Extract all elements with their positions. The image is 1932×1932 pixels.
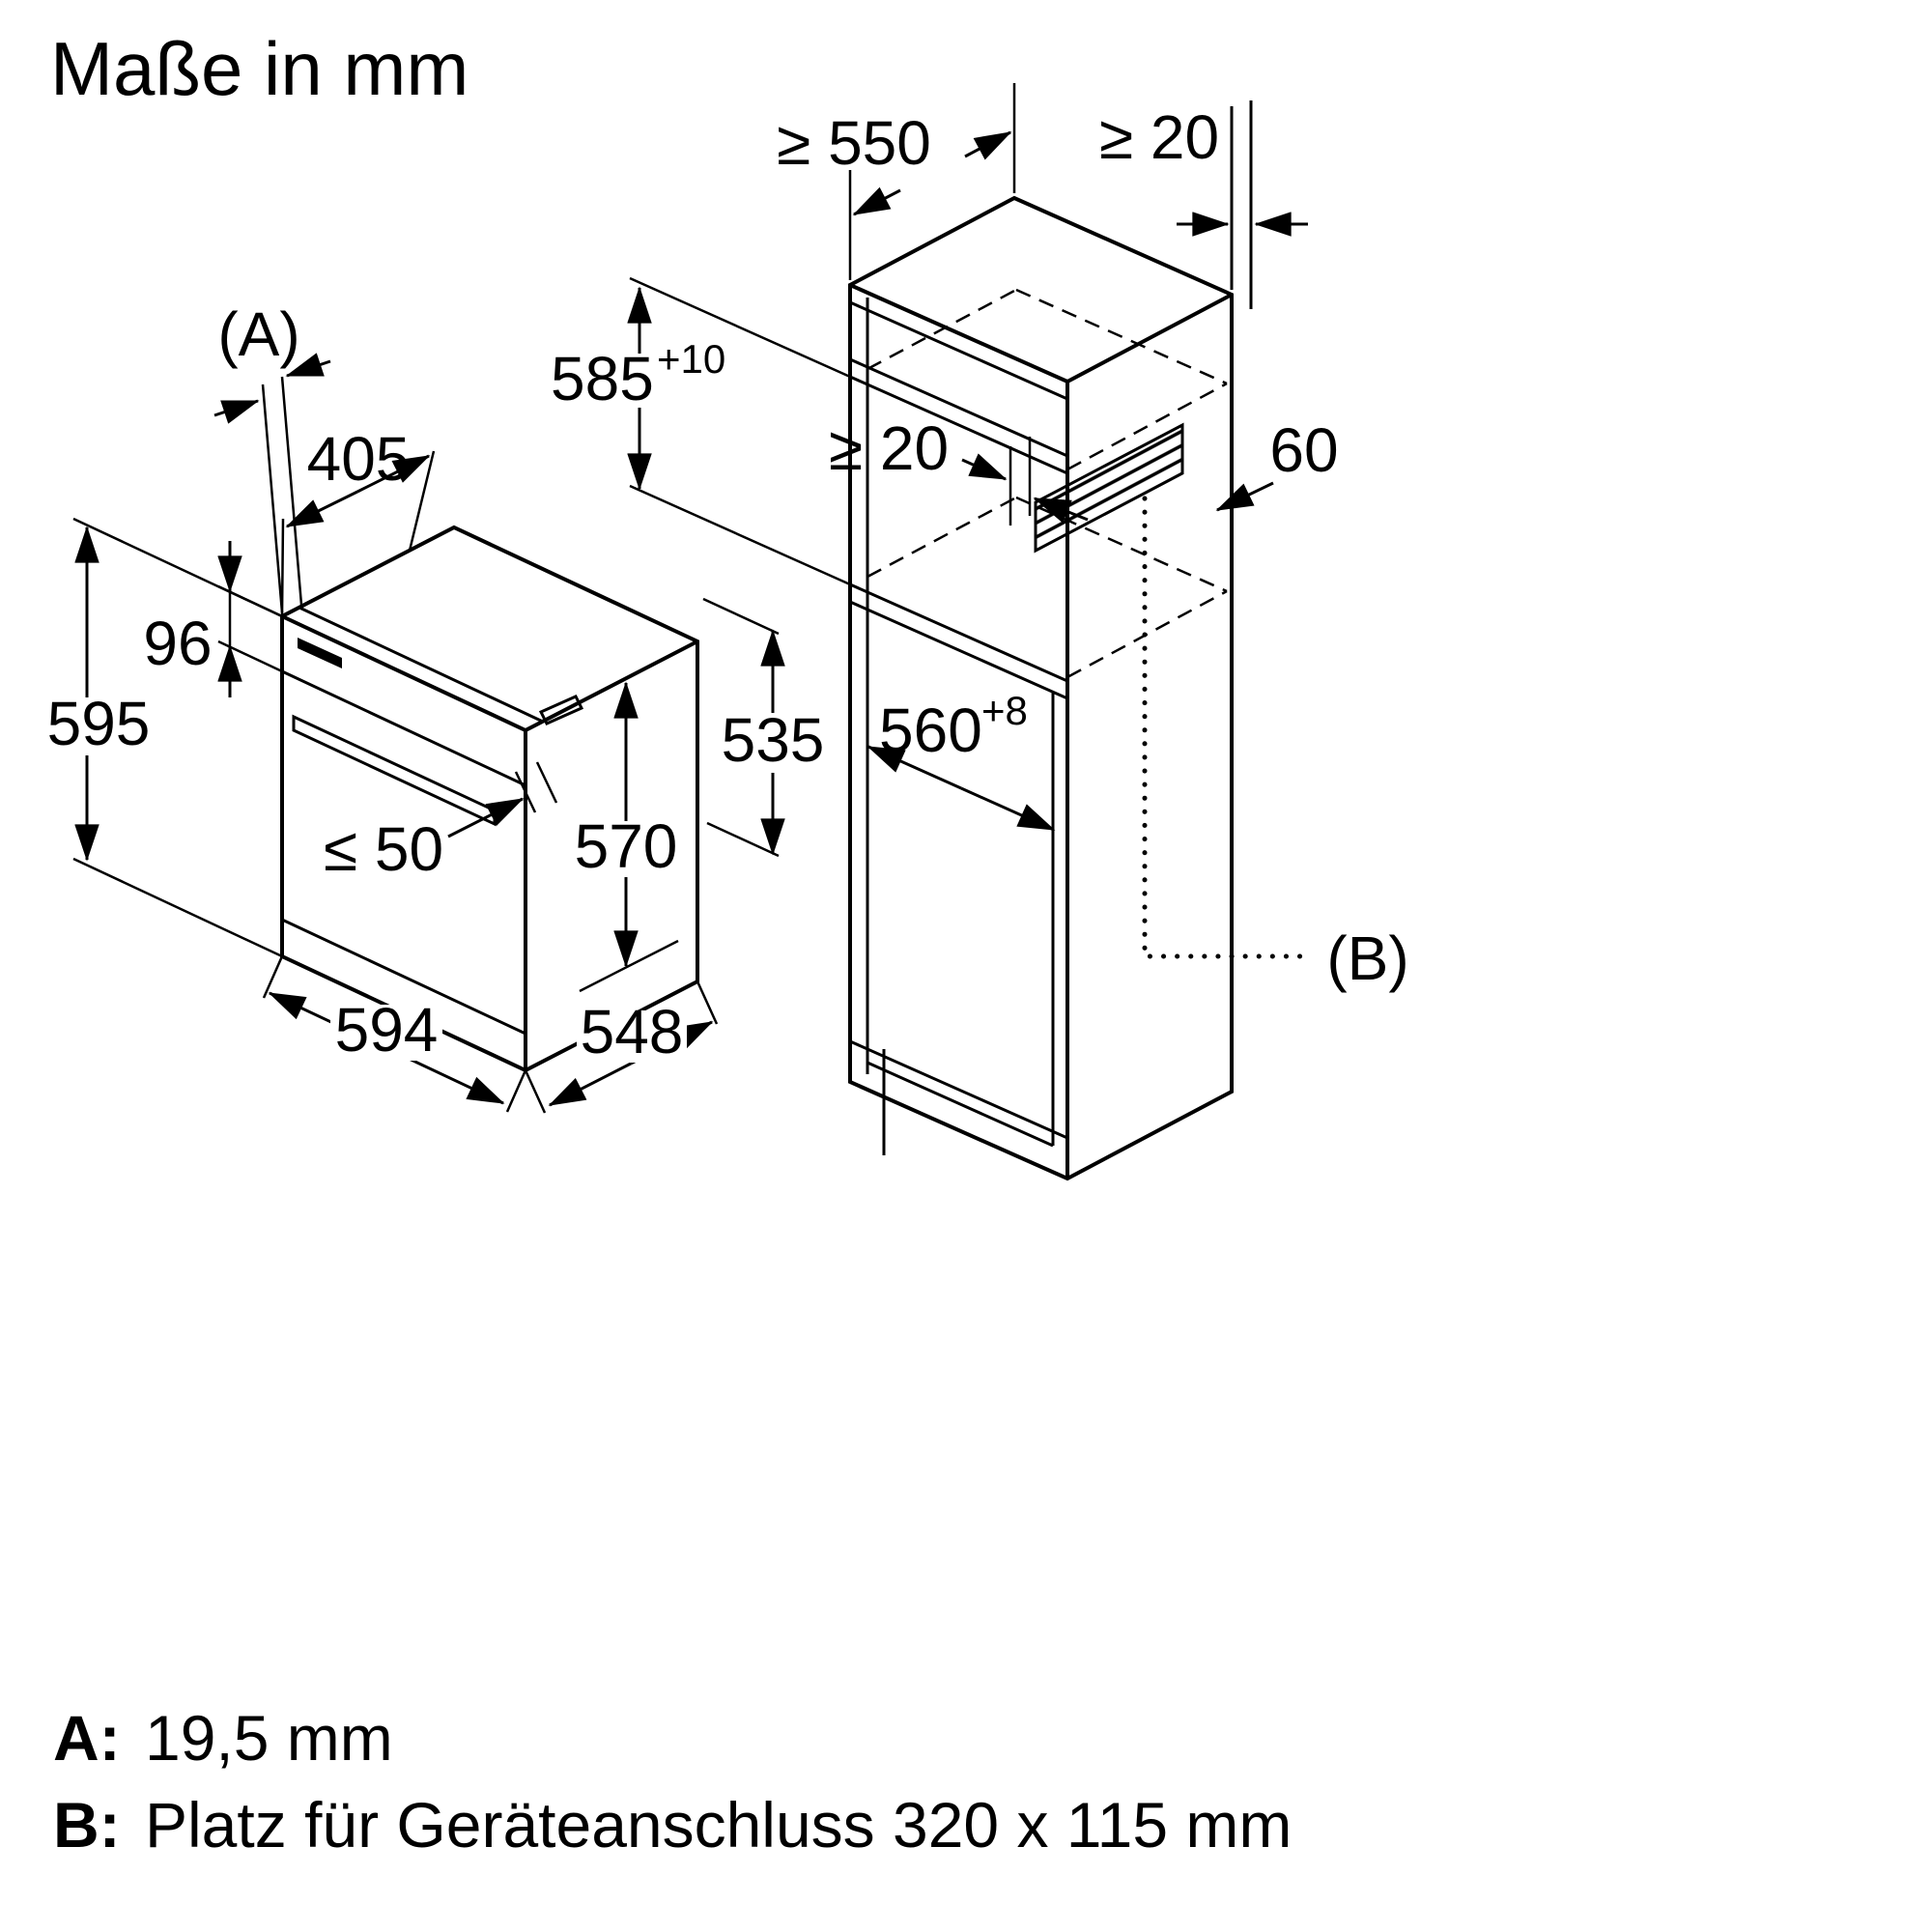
dim-570-extension-line (579, 939, 679, 993)
cabinet-front-details (849, 298, 1068, 1155)
dim-50-label: ≤ 50 (324, 814, 443, 884)
dim-50-leader-arrow (447, 797, 525, 838)
oven-front-details (281, 606, 544, 1036)
dim-550-label: ≥ 550 (777, 108, 931, 178)
cabinet-hidden-edges (867, 288, 1228, 679)
dim-a-arrow-left (213, 399, 260, 424)
dim-585-extension-lines (629, 276, 851, 586)
dim-frame-overhang-a: (A) (213, 299, 331, 613)
dim-570-label-mask (572, 821, 680, 877)
cabinet-interior-lines (867, 692, 1055, 1148)
dim-550-arrow-right (964, 130, 1012, 160)
legend-b-key: B: (53, 1789, 121, 1861)
page-title: Maße in mm (50, 26, 469, 111)
dim-handle-depth-50: ≤ 50 (324, 761, 558, 884)
dim-405-label: 405 (307, 424, 411, 494)
legend-b-value: Platz für Geräteanschluss 320 x 115 mm (145, 1789, 1292, 1861)
connection-area-hatch (1034, 422, 1184, 554)
dim-niche-width-560: 560 +8 (867, 688, 1056, 832)
dim-width-594: 594 (262, 955, 527, 1113)
dim-595-label-mask (43, 697, 155, 755)
dim-595-label: 595 (47, 689, 151, 758)
oven-drawing (280, 525, 699, 1073)
dim-535-label: 535 (722, 705, 825, 775)
dim-top-wall-gap-20: ≥ 20 (1099, 100, 1308, 309)
legend-a-value: 19,5 mm (145, 1702, 393, 1774)
dim-60-leader-arrow (1215, 481, 1274, 512)
dim-panel-height-96: 96 (143, 541, 283, 697)
dim-20-mid-arrow-right (1033, 497, 1089, 524)
dim-total-height-595: 595 (43, 517, 283, 958)
dim-rear-gap-20: ≥ 20 (829, 413, 1089, 526)
dim-585-tolerance: +10 (657, 336, 725, 382)
dim-a-label: (A) (217, 299, 299, 369)
dim-20-top-label: ≥ 20 (1099, 102, 1219, 172)
dim-a-arrow-right (285, 353, 331, 378)
dim-niche-height-585: 585 +10 (547, 276, 851, 586)
dim-548-arrow-left (548, 1062, 632, 1107)
dim-594-label-mask (330, 1005, 442, 1061)
dim-b-dotted-leader (1142, 496, 1305, 959)
dim-560-arrow-left (867, 745, 962, 790)
dim-405-arrow-left (285, 490, 358, 528)
dim-60-label: 60 (1269, 415, 1338, 485)
dim-570-label: 570 (575, 811, 678, 881)
dim-20-mid-gap-lines (1009, 437, 1032, 526)
dim-585-label-mask (547, 354, 769, 408)
dim-a-extension-lines (261, 376, 303, 613)
dim-min-depth-550: ≥ 550 (777, 83, 1016, 280)
dim-96-label: 96 (143, 609, 212, 678)
oven-display (298, 638, 342, 668)
connection-area-reference-b: (B) (1142, 496, 1409, 993)
oven-dimensions: (A) 405 96 595 ≤ 50 (43, 299, 829, 1114)
dim-595-extension-lines (72, 517, 283, 958)
oven-outline (280, 525, 699, 1073)
cabinet-outline (848, 195, 1234, 1181)
cabinet-dimensions: ≥ 550 ≥ 20 585 +10 ≥ 20 60 (547, 83, 1409, 993)
dim-96-extension-lines (217, 584, 283, 673)
dim-594-extension-lines (262, 955, 527, 1113)
legend-a-key: A: (53, 1702, 121, 1774)
dim-550-extension-lines (848, 83, 1016, 280)
dim-585-label: 585 (551, 344, 654, 413)
dim-door-height-570: 570 (572, 681, 680, 993)
dim-20-mid-label: ≥ 20 (829, 413, 949, 483)
dim-548-label: 548 (581, 997, 684, 1066)
dim-depth-548: 548 (524, 980, 719, 1114)
dim-wall-offset-60: 60 (1215, 415, 1339, 512)
dim-594-label: 594 (335, 995, 439, 1065)
wall-lines (1230, 100, 1253, 309)
dim-548-extension-lines (524, 980, 719, 1114)
dim-body-height-535: 535 (702, 597, 829, 858)
oven-side-grip-slot (538, 695, 584, 725)
oven-door-handle (292, 714, 497, 827)
dim-535-label-mask (717, 713, 829, 773)
dim-560-arrow-right (960, 786, 1056, 832)
dim-560-tolerance: +8 (981, 688, 1028, 733)
dim-b-label: (B) (1326, 923, 1408, 993)
legend: A: 19,5 mm B: Platz für Geräteanschluss … (53, 1702, 1292, 1861)
cabinet-drawing (848, 195, 1234, 1181)
dim-top-depth-405: 405 (280, 424, 436, 617)
dim-20-mid-arrow-left (961, 453, 1008, 481)
dim-50-tick-lines (514, 761, 558, 813)
dim-548-label-mask (577, 1010, 687, 1063)
dim-550-arrow-left (852, 186, 901, 216)
dim-560-label: 560 (879, 696, 982, 765)
dim-405-arrow-right (356, 454, 431, 494)
